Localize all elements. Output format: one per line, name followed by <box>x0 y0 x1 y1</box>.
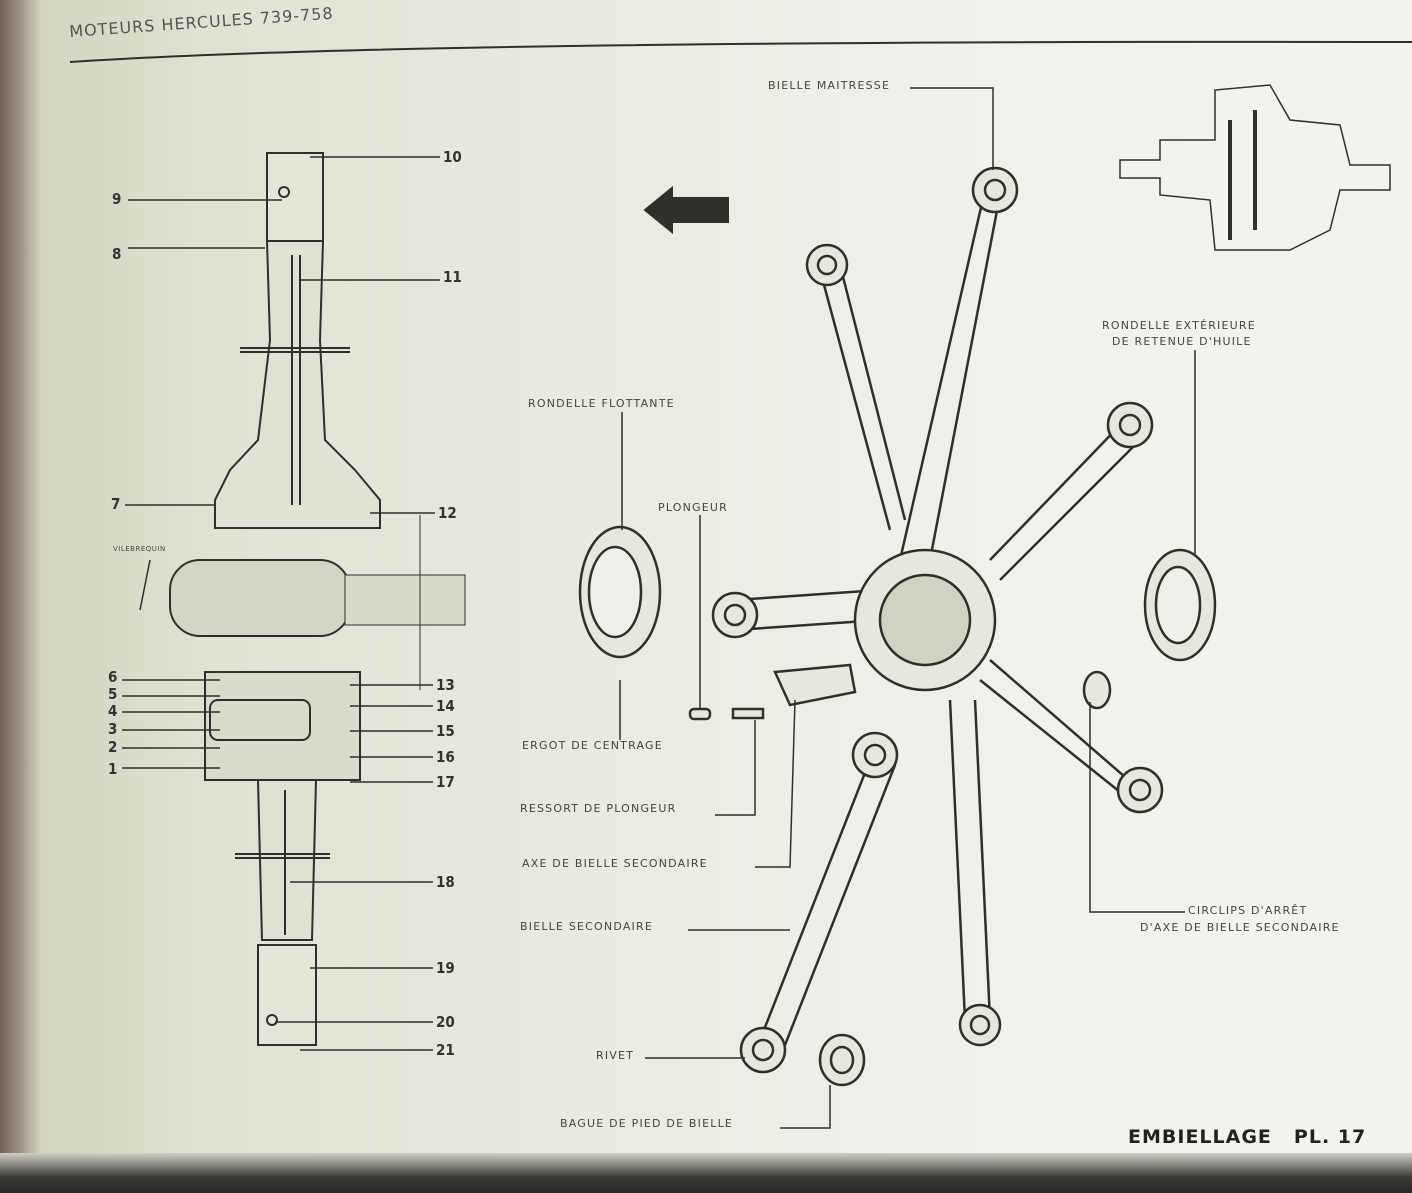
label-bielle-maitresse: BIELLE MAITRESSE <box>768 79 891 92</box>
callout-15: 15 <box>436 722 455 740</box>
label-rondelle-flottante: RONDELLE FLOTTANTE <box>528 397 675 410</box>
callout-10: 10 <box>443 148 462 166</box>
master-rod-assembly <box>578 166 1217 1087</box>
label-axe-de-bielle-secondaire: AXE DE BIELLE SECONDAIRE <box>522 857 708 870</box>
label-circlips-2: D'AXE DE BIELLE SECONDAIRE <box>1140 921 1340 934</box>
callout-11: 11 <box>443 268 462 286</box>
label-circlips-1: CIRCLIPS D'ARRÊT <box>1188 904 1308 917</box>
book-binding <box>0 0 40 1193</box>
label-vilebrequin: VILEBREQUIN <box>113 545 166 553</box>
callout-2: 2 <box>108 738 118 756</box>
plate-title: EMBIELLAGE PL. 17 <box>1128 1126 1366 1148</box>
callout-1: 1 <box>108 760 118 778</box>
callout-14: 14 <box>436 697 455 715</box>
label-ergot-de-centrage: ERGOT DE CENTRAGE <box>522 739 663 752</box>
callout-8: 8 <box>112 245 122 263</box>
label-rivet: RIVET <box>596 1049 635 1062</box>
connecting-rod-elevation <box>169 152 466 1046</box>
label-leaders <box>619 87 1196 1129</box>
page-edge <box>0 1153 1412 1193</box>
label-rondelle-exterieure-1: RONDELLE EXTÉRIEURE <box>1102 319 1256 332</box>
label-rondelle-exterieure-2: DE RETENUE D'HUILE <box>1112 335 1252 348</box>
engine-section-inset <box>1119 84 1391 251</box>
callout-16: 16 <box>436 748 455 766</box>
callout-21: 21 <box>436 1041 455 1059</box>
callout-17: 17 <box>436 773 455 791</box>
label-plongeur: PLONGEUR <box>658 501 729 514</box>
plate-number: PL. 17 <box>1293 1126 1367 1148</box>
plate-name: EMBIELLAGE <box>1128 1126 1272 1148</box>
callout-4: 4 <box>108 702 118 720</box>
callout-19: 19 <box>436 959 455 977</box>
label-bielle-secondaire: BIELLE SECONDAIRE <box>520 920 653 933</box>
callout-12: 12 <box>438 504 457 522</box>
callout-6: 6 <box>108 668 118 686</box>
label-ressort-de-plongeur: RESSORT DE PLONGEUR <box>520 802 677 815</box>
callout-7: 7 <box>111 495 121 513</box>
callout-20: 20 <box>436 1013 455 1031</box>
callout-18: 18 <box>436 873 455 891</box>
direction-arrow-icon <box>643 185 729 235</box>
callout-13: 13 <box>436 676 455 694</box>
callout-leaders <box>122 156 440 1051</box>
callout-9: 9 <box>112 190 122 208</box>
callout-5: 5 <box>108 685 118 703</box>
callout-3: 3 <box>108 720 118 738</box>
header-rule <box>69 40 1412 63</box>
label-bague-de-pied-de-bielle: BAGUE DE PIED DE BIELLE <box>560 1117 734 1130</box>
